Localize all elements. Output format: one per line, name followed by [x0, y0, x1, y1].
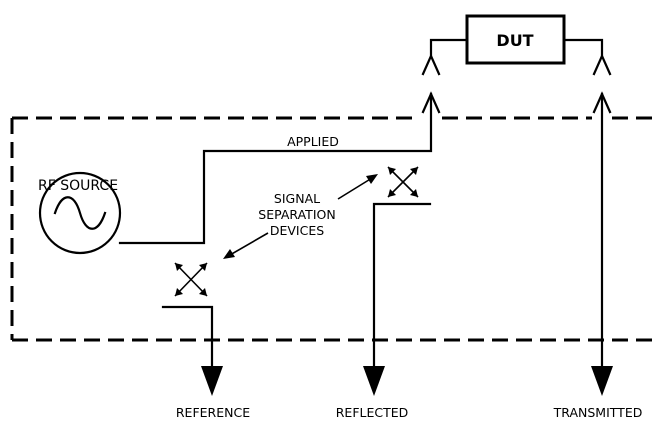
- applied-signal-path: APPLIED: [118, 92, 433, 245]
- port2-upper-connector: [592, 53, 612, 76]
- rf-source-label: RF SOURCE: [38, 178, 118, 194]
- annotation-arrowhead-lower: [223, 249, 235, 259]
- reference-coupler: [174, 262, 208, 297]
- transmitted-label: TRANSMITTED: [553, 405, 643, 420]
- transmitted-arrow-icon: [591, 366, 613, 396]
- reflected-path: REFLECTED: [336, 202, 432, 420]
- signal-separation-label-line2: SEPARATION: [258, 207, 335, 222]
- annotation-arrowhead-upper: [366, 174, 378, 184]
- transmitted-path: TRANSMITTED: [553, 92, 643, 420]
- annotation-arrow-upper: [337, 177, 373, 200]
- signal-separation-label-line3: DEVICES: [270, 223, 324, 238]
- annotation-arrow-lower: [229, 232, 269, 256]
- instrument-boundary: [10, 116, 656, 342]
- dut-label: DUT: [496, 31, 533, 50]
- signal-separation-label-line1: SIGNAL: [274, 191, 320, 206]
- reflected-label: REFLECTED: [336, 405, 409, 420]
- reference-label: REFERENCE: [176, 405, 250, 420]
- reflected-coupler: [387, 166, 419, 198]
- applied-label: APPLIED: [287, 134, 339, 149]
- sine-wave-icon: [53, 196, 107, 230]
- port1-upper-connector: [421, 53, 441, 76]
- reflected-arrow-icon: [363, 366, 385, 396]
- rf-source: RF SOURCE: [38, 171, 122, 255]
- signal-separation-annotation: SIGNAL SEPARATION DEVICES: [223, 174, 378, 259]
- reference-arrow-icon: [201, 366, 223, 396]
- dut-box: DUT: [465, 14, 566, 65]
- dut-leads: [429, 38, 604, 58]
- reference-path: REFERENCE: [161, 305, 250, 420]
